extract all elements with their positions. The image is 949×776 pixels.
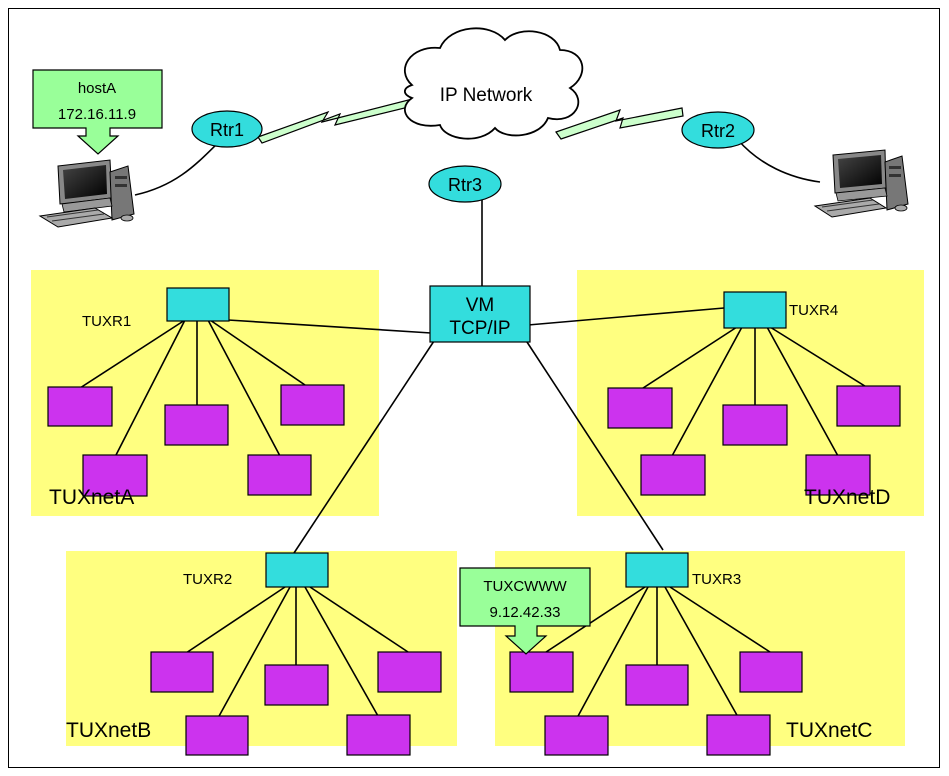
tuxnetb-hosts [150,651,442,756]
host-node [625,664,689,706]
switch-tuxr2[interactable] [265,552,329,588]
vm-sublabel: TCP/IP [449,318,510,339]
host-node [377,651,442,693]
host-node [544,715,609,756]
serial-link-cloud-rtr2 [555,107,684,140]
router-rtr3-label: Rtr3 [448,175,482,195]
host-node [264,664,329,706]
tuxcwww-name: TUXCWWW [483,578,567,595]
host-node [164,404,229,446]
tuxneta-label: TUXnetA [49,486,134,509]
cloud-label: IP Network [440,85,533,106]
host-node [509,651,574,693]
serial-link-rtr1-cloud [257,95,425,144]
tuxnetd-label: TUXnetD [804,486,890,509]
switch-tuxr4-label: TUXR4 [789,302,838,319]
tuxnetb-label: TUXnetB [66,719,151,742]
remote-computer-icon[interactable] [813,149,909,218]
switch-tuxr1-label: TUXR1 [82,313,131,330]
switch-tuxr1[interactable] [166,287,230,322]
tuxneta-hosts [47,384,345,497]
host-node [722,404,788,446]
switch-tuxr3-label: TUXR3 [692,571,741,588]
router-rtr2-label: Rtr2 [701,121,735,141]
host-node [82,454,148,497]
hosta-ip: 172.16.11.9 [58,106,136,123]
host-node [47,386,113,427]
vm-tcpip-node[interactable]: VM TCP/IP [429,285,531,343]
host-node [150,651,214,693]
link-vm-tuxr1 [227,319,432,334]
host-node [185,715,249,756]
switch-tuxr3[interactable] [625,552,689,588]
router-rtr1[interactable]: Rtr1 [191,110,263,148]
switch-tuxr2-label: TUXR2 [183,571,232,588]
host-node [346,714,411,756]
host-node [640,454,706,496]
host-node [836,385,901,427]
tuxcwww-callout: TUXCWWW 9.12.42.33 [459,567,591,655]
host-node [247,454,312,496]
diagram-frame [8,8,940,768]
network-links [79,135,869,719]
tuxnetc-label: TUXnetC [786,719,872,742]
router-rtr3[interactable]: Rtr3 [428,165,502,203]
subnet-tuxnetb-area [66,551,457,746]
host-node [607,387,673,429]
hosta-computer-icon[interactable] [38,159,135,228]
tuxnetc-hosts [509,651,803,756]
ip-network-cloud: IP Network [403,27,584,140]
host-node [805,454,871,496]
link-vm-tuxr2 [293,337,437,554]
link-vm-tuxr4 [527,307,725,326]
switch-tuxr4[interactable] [723,291,787,329]
host-node [739,651,803,693]
vm-label: VM [466,295,495,316]
hosta-name: hostA [78,80,116,97]
hosta-callout: hostA 172.16.11.9 [32,69,163,155]
tuxnetd-hosts [607,385,901,496]
link-vm-tuxr3 [526,341,664,551]
host-node [706,714,771,756]
router-rtr2[interactable]: Rtr2 [681,111,755,149]
host-node [280,384,345,426]
tuxcwww-ip: 9.12.42.33 [490,604,561,621]
link-rtr2-host [737,139,821,183]
router-rtr1-label: Rtr1 [210,120,244,140]
